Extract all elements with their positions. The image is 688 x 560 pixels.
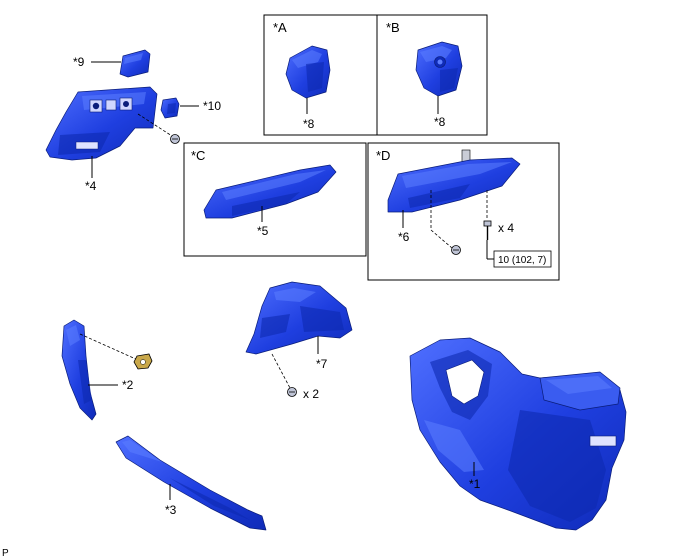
callout-5: *5	[257, 224, 269, 238]
qty-d-screws: x 4	[498, 221, 514, 235]
box-b-frame	[376, 14, 488, 136]
part-1-console: *1	[409, 337, 627, 531]
box-d-label: *D	[376, 148, 390, 163]
box-c-frame	[183, 142, 367, 257]
torque-value: 10 (102, 7)	[498, 255, 546, 266]
callout-4: *4	[85, 179, 97, 193]
callout-9: *9	[73, 55, 85, 69]
callout-2: *2	[122, 378, 134, 392]
callout-8a: *8	[303, 117, 315, 131]
callout-10: *10	[203, 99, 221, 113]
clip-icon	[133, 353, 153, 370]
part-2-trim: *2	[61, 319, 139, 421]
callout-8b: *8	[434, 115, 446, 129]
screw-icon-7	[287, 387, 297, 397]
part-5-trim: *5	[203, 164, 337, 238]
box-a-label: *A	[273, 20, 287, 35]
corner-mark: P	[2, 548, 9, 559]
part-6-trim: *6	[387, 149, 521, 249]
part-3-sill: *3	[115, 435, 267, 531]
screw-icon-d-side	[451, 245, 461, 255]
part-7-bracket: *7	[245, 281, 353, 389]
screw-icon	[170, 134, 180, 144]
callout-6: *6	[398, 230, 410, 244]
part-8-in-box-a: *8	[285, 45, 331, 131]
screw-icon-d-bottom	[483, 220, 492, 240]
box-c-label: *C	[191, 148, 205, 163]
qty-7-screws: x 2	[303, 387, 319, 401]
callout-1: *1	[469, 477, 481, 491]
part-9-bracket: *9	[73, 49, 151, 78]
part-10-clip: *10	[160, 97, 221, 119]
part-8-in-box-b: *8	[415, 41, 463, 129]
box-b-label: *B	[386, 20, 400, 35]
callout-3: *3	[165, 503, 177, 517]
callout-7: *7	[316, 357, 328, 371]
torque-box	[493, 250, 552, 268]
box-d-frame	[367, 142, 560, 281]
part-4-panel: *4	[45, 86, 173, 193]
